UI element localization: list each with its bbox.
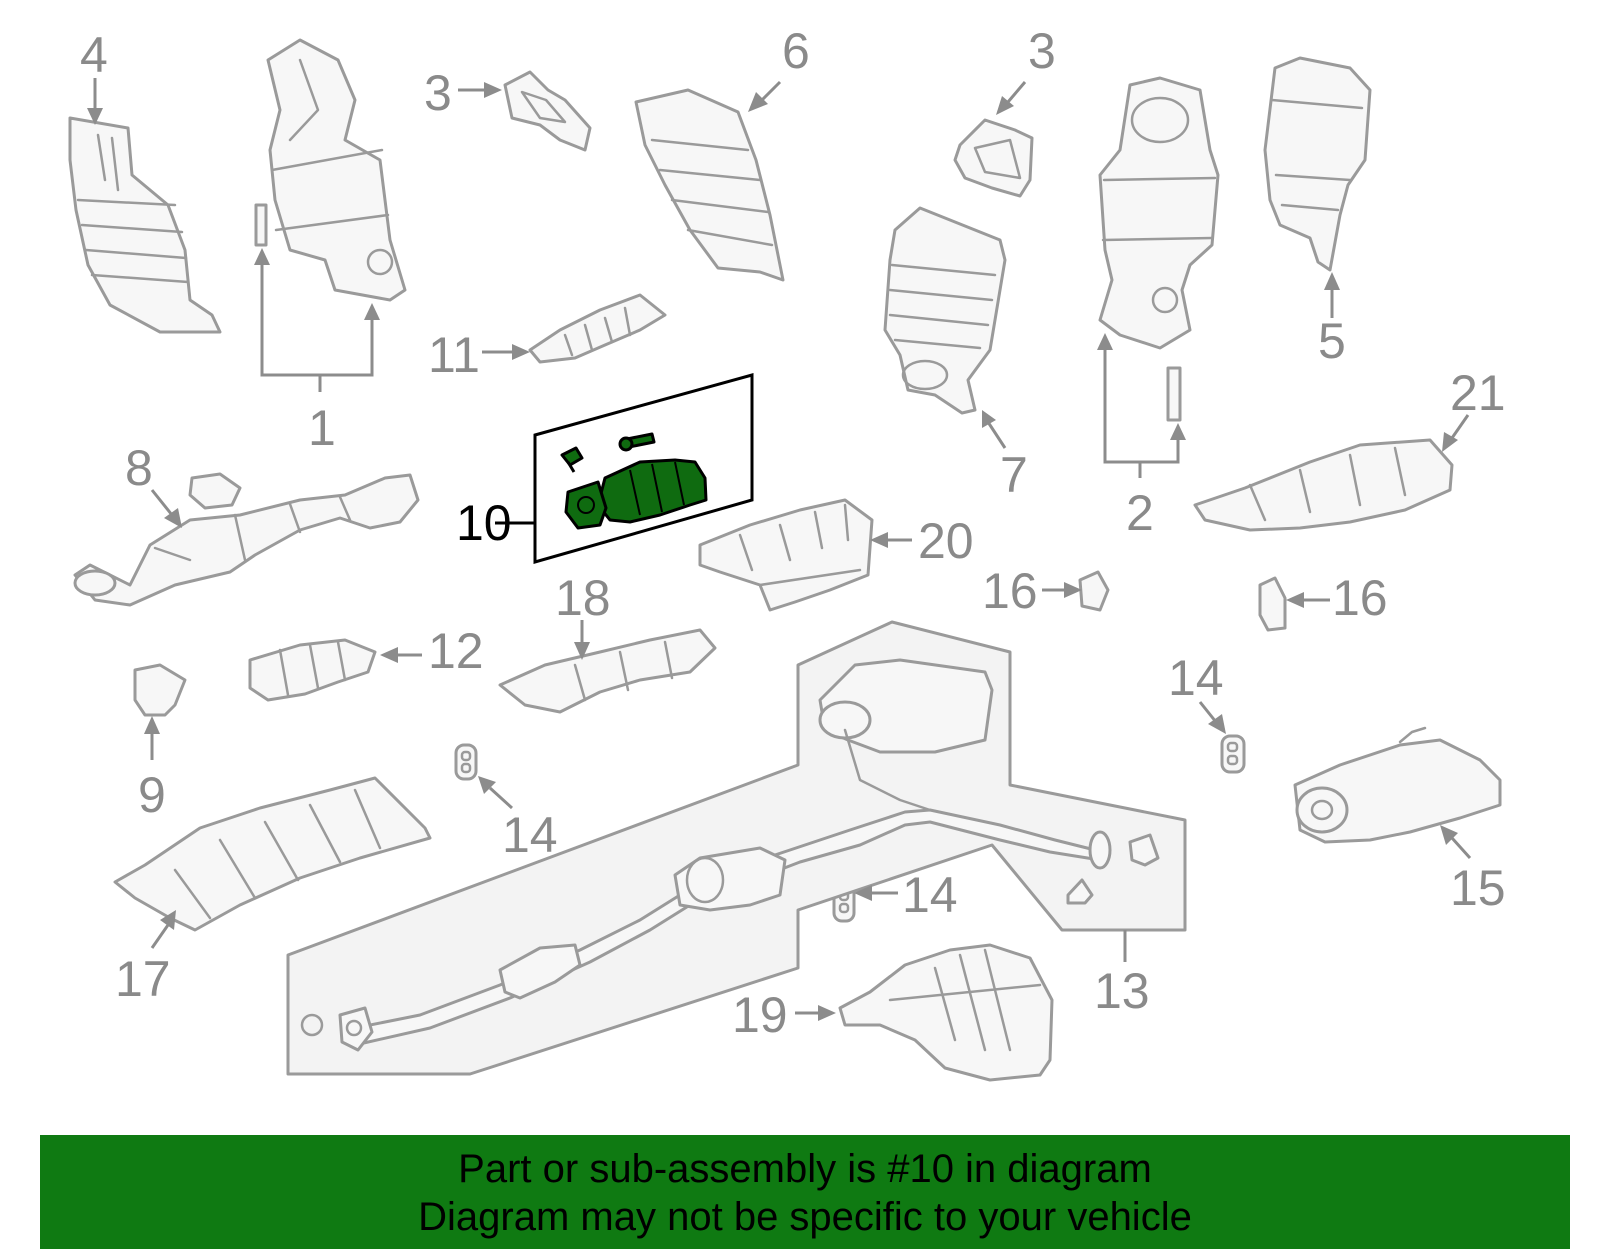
- part-15-muffler: [1293, 726, 1502, 844]
- label-16-right: 16: [1332, 570, 1388, 626]
- label-11: 11: [428, 327, 480, 383]
- banner-line-1: Part or sub-assembly is #10 in diagram: [458, 1147, 1152, 1191]
- label-12: 12: [428, 623, 484, 679]
- label-1: 1: [308, 400, 336, 456]
- part-16-bracket-center: [1078, 570, 1110, 612]
- label-16-center: 16: [982, 563, 1038, 619]
- label-19: 19: [732, 987, 788, 1043]
- label-2: 2: [1126, 485, 1154, 541]
- part-21-heat-shield: [1193, 438, 1454, 532]
- exhaust-parts-diagram: 4 1 3 6 3 5 11 7 2 21 8 10 20 16 16 18 1…: [68, 23, 1506, 1082]
- leader-lines: [87, 78, 1472, 1021]
- label-18: 18: [555, 570, 611, 626]
- part-13-exhaust-system: [286, 620, 1187, 1076]
- part-16-bracket-right: [1258, 576, 1287, 632]
- part-20-heat-shield: [698, 498, 874, 612]
- part-1-catalytic-converter: [254, 38, 407, 302]
- callout-labels: 4 1 3 6 3 5 11 7 2 21 8 10 20 16 16 18 1…: [80, 23, 1506, 1043]
- label-14-left: 14: [502, 807, 558, 863]
- part-3-gasket-left: [503, 70, 592, 152]
- part-14-mount-left: [454, 743, 478, 781]
- label-13: 13: [1094, 963, 1150, 1019]
- label-15: 15: [1450, 860, 1506, 916]
- label-4: 4: [80, 27, 108, 83]
- label-14-right: 14: [1168, 650, 1224, 706]
- part-17-heat-shield: [113, 776, 432, 932]
- part-11-heat-shield: [528, 293, 667, 364]
- part-8-front-pipe: [73, 472, 420, 607]
- label-8: 8: [125, 440, 153, 496]
- part-4-heat-shield: [68, 116, 222, 334]
- banner-line-2: Diagram may not be specific to your vehi…: [418, 1195, 1192, 1239]
- part-info-banner: Part or sub-assembly is #10 in diagram D…: [40, 1135, 1570, 1249]
- label-17: 17: [115, 951, 171, 1007]
- part-19-heat-shield: [838, 943, 1054, 1082]
- label-6: 6: [782, 23, 810, 79]
- part-5-heat-shield: [1263, 56, 1372, 272]
- part-10-exhaust-component: [560, 432, 708, 530]
- label-7: 7: [1000, 447, 1028, 503]
- part-6-heat-shield: [634, 88, 785, 282]
- part-7-heat-shield: [883, 206, 1007, 415]
- label-5: 5: [1318, 313, 1346, 369]
- label-20: 20: [918, 513, 974, 569]
- label-10: 10: [456, 495, 512, 551]
- part-3-gasket-right: [953, 118, 1034, 198]
- label-14-center: 14: [902, 867, 958, 923]
- part-14-mount-right: [1220, 734, 1246, 774]
- part-12-heat-shield: [248, 638, 377, 702]
- part-18-heat-shield: [498, 628, 717, 714]
- label-3-left: 3: [424, 65, 452, 121]
- label-9: 9: [138, 767, 166, 823]
- part-2-catalytic-converter: [1098, 76, 1220, 422]
- part-9-bracket: [133, 663, 187, 717]
- label-21: 21: [1450, 365, 1506, 421]
- label-3-right: 3: [1028, 23, 1056, 79]
